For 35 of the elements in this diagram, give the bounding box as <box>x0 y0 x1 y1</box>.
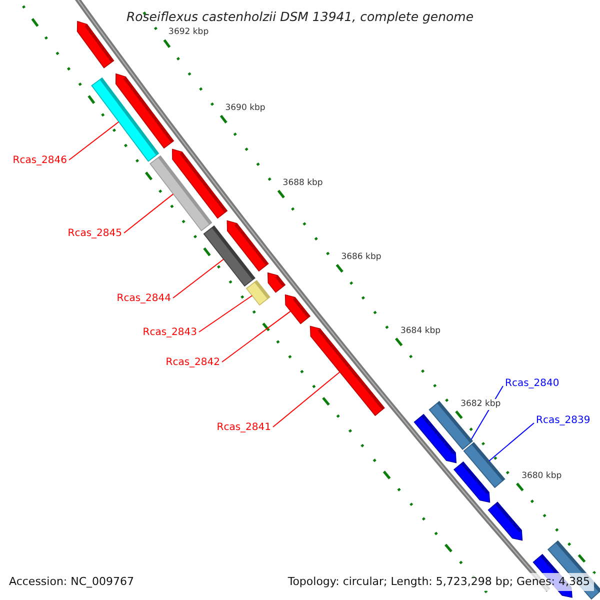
scale-label: 3684 kbp <box>400 326 441 337</box>
scale-label: 3682 kbp <box>460 398 501 410</box>
gene-label: Rcas_2839 <box>536 414 590 428</box>
gene-pentagon <box>284 294 311 324</box>
gene-pentagon <box>226 220 269 272</box>
gene-pentagon <box>116 73 174 149</box>
gene-label: Rcas_2845 <box>68 227 122 241</box>
leader-line <box>172 258 224 298</box>
accession-text: Accession: NC_009767 <box>9 574 134 590</box>
leader-line <box>68 121 120 160</box>
leader-line <box>124 194 174 234</box>
gene-label: Rcas_2846 <box>12 154 67 168</box>
gene-label: Rcas_2840 <box>505 377 560 391</box>
scale-label: 3692 kbp <box>168 27 209 38</box>
scale-label: 3690 kbp <box>225 102 266 114</box>
leader-line <box>488 422 534 462</box>
gene-pentagon <box>172 148 228 219</box>
leader-line <box>272 372 340 428</box>
gene-label: Rcas_2842 <box>166 356 220 370</box>
gene-bar <box>246 280 270 306</box>
gene-pentagon <box>310 326 385 416</box>
scale-label: 3680 kbp <box>522 470 562 482</box>
gene-label: Rcas_2844 <box>116 292 171 306</box>
gene-pentagon <box>414 414 457 464</box>
gene-pentagon <box>267 272 286 293</box>
scale-label: 3688 kbp <box>282 178 323 189</box>
gene-pentagon <box>76 20 114 68</box>
map-title: Roseiflexus castenholzii DSM 13941, complete genome <box>126 8 474 26</box>
leader-line <box>222 310 292 362</box>
gene-pentagon <box>454 461 490 503</box>
gene-label: Rcas_2843 <box>142 326 197 340</box>
gene-pentagon <box>488 502 523 541</box>
scale-label: 3686 kbp <box>341 252 382 264</box>
gene-label: Rcas_2841 <box>216 421 271 435</box>
leader-line <box>198 295 253 332</box>
